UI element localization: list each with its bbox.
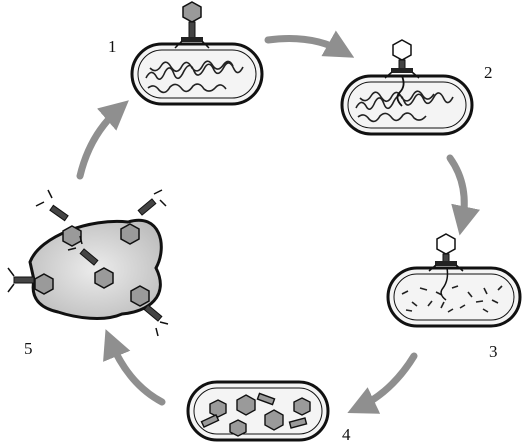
step-label-5: 5 xyxy=(24,340,33,357)
phage-empty-3 xyxy=(429,234,463,271)
stage-3-replication xyxy=(388,234,520,326)
arrow-3-to-4 xyxy=(358,356,414,408)
stage-1-attachment xyxy=(132,2,262,104)
phage-empty-2 xyxy=(385,40,419,78)
phage-attached-1 xyxy=(175,2,209,48)
stage-5-lysis xyxy=(8,190,168,336)
arrow-1-to-2 xyxy=(268,39,344,53)
phage-tail-1 xyxy=(189,22,195,38)
phage-capsid-empty-3 xyxy=(437,234,455,254)
step-label-2: 2 xyxy=(484,64,493,81)
step-label-1: 1 xyxy=(108,38,117,55)
phage-capsid-1 xyxy=(183,2,201,22)
arrow-4-to-5 xyxy=(110,340,162,402)
step-label-3: 3 xyxy=(489,343,498,360)
bacterium-cell-3 xyxy=(388,268,520,326)
step-label-4: 4 xyxy=(342,426,351,443)
stage-2-injection xyxy=(342,40,472,134)
stage-4-assembly xyxy=(188,382,328,440)
arrow-5-to-1 xyxy=(80,108,120,176)
phage-capsid-empty-2 xyxy=(393,40,411,60)
arrow-2-to-3 xyxy=(450,158,464,224)
